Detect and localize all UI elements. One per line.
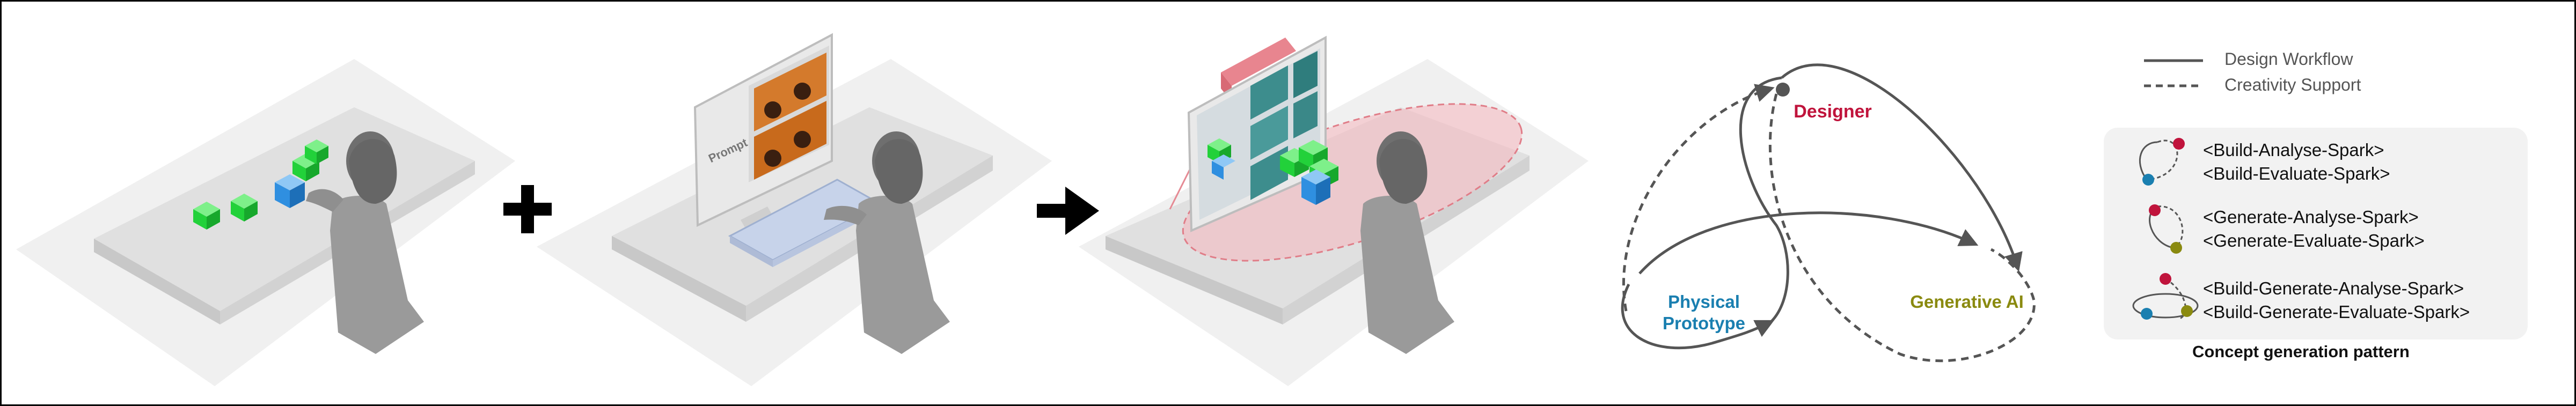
pattern-label: <Generate-Evaluate-Spark> [2203, 230, 2425, 250]
pattern-label: <Build-Analyse-Spark> [2203, 140, 2384, 160]
legend-creativity-support: Creativity Support [2224, 75, 2361, 94]
cube-icon [275, 174, 305, 208]
cube-icon [1280, 140, 1338, 205]
pattern-group-3: <Build-Generate-Analyse-Spark> <Build-Ge… [2203, 277, 2470, 323]
person-figure [824, 131, 950, 354]
person-figure [306, 131, 424, 354]
node-generative-ai: Generative AI [1910, 292, 2024, 312]
cube-icon [1208, 138, 1235, 180]
generated-image-thumbnail [754, 53, 826, 180]
arrow-right-icon [1037, 187, 1099, 235]
plus-icon [503, 185, 552, 233]
pattern-label: <Build-Evaluate-Spark> [2203, 163, 2390, 183]
pattern-label: <Build-Generate-Analyse-Spark> [2203, 278, 2464, 298]
generated-image-thumbnail [1250, 51, 1318, 200]
cube-icon [193, 202, 220, 230]
node-physical-prototype: Physical Prototype [1662, 292, 1745, 333]
scene-physical-building [16, 59, 515, 386]
pattern-label: <Build-Generate-Evaluate-Spark> [2203, 301, 2470, 322]
cube-icon [231, 194, 258, 222]
workflow-network [1621, 63, 2036, 363]
concept-pattern-caption: Concept generation pattern [2192, 342, 2410, 361]
legend-design-workflow: Design Workflow [2224, 49, 2353, 69]
pattern-label: <Generate-Analyse-Spark> [2203, 207, 2419, 227]
cube-icon [305, 139, 328, 164]
scene-ai-prompting [537, 33, 1052, 386]
pattern-group-1: <Build-Analyse-Spark> <Build-Evaluate-Sp… [2203, 138, 2390, 185]
scene-combined-creativity [1079, 35, 1589, 386]
person-figure [1360, 131, 1454, 354]
node-designer: Designer [1794, 101, 1872, 122]
pattern-group-2: <Generate-Analyse-Spark> <Generate-Evalu… [2203, 205, 2425, 252]
